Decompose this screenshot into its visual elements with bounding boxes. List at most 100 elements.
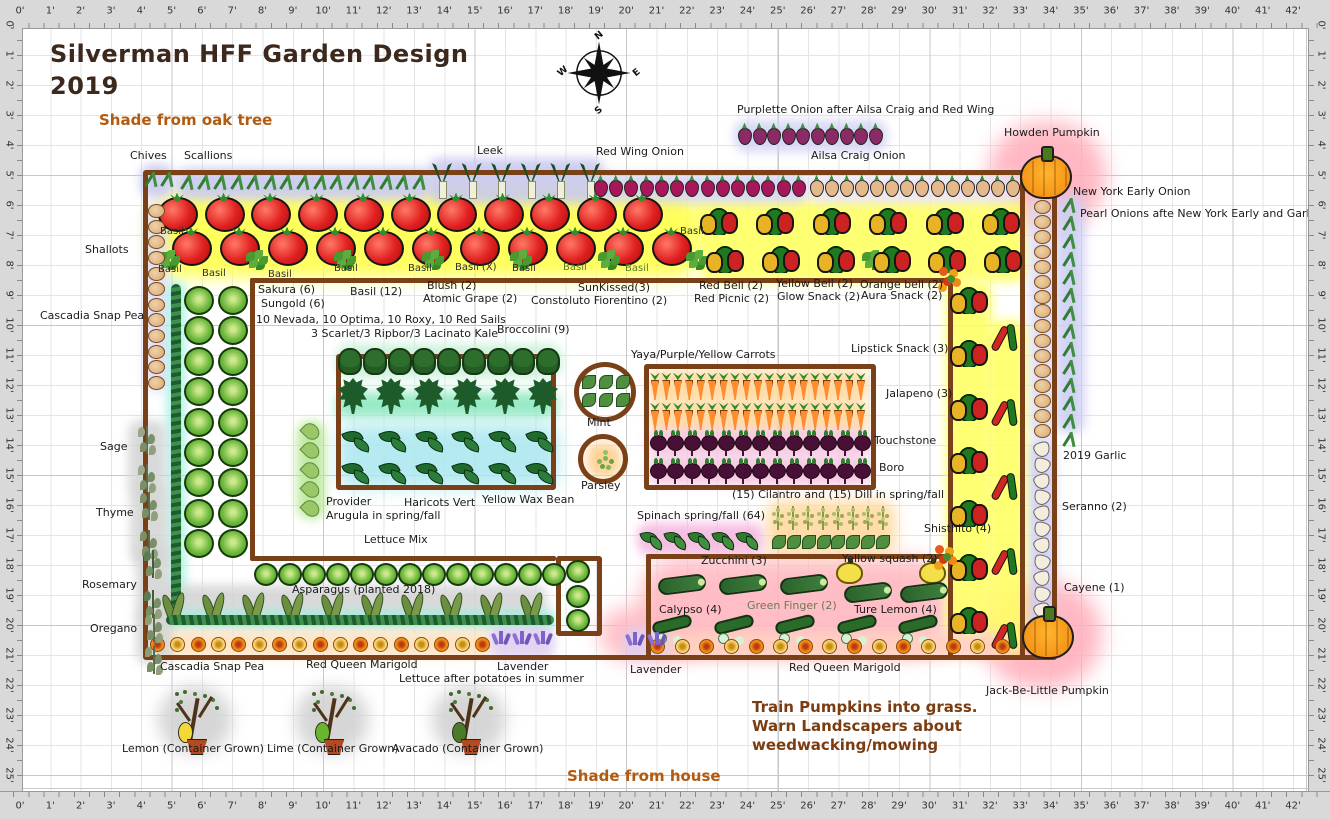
marigold-row-right-icon[interactable]	[822, 638, 838, 654]
arugula-column-icon[interactable]	[299, 419, 323, 444]
beet-row-1-icon[interactable]	[667, 430, 684, 456]
beans-row-1-icon[interactable]	[416, 428, 446, 454]
carrot-row-1-icon[interactable]	[776, 373, 786, 400]
oregano-plants-icon[interactable]	[142, 612, 166, 644]
lettuce-row-icon[interactable]	[278, 562, 302, 586]
shallot-braid-icon[interactable]	[147, 250, 165, 265]
cabbage-column-1-icon[interactable]	[184, 286, 214, 315]
purplette-row-icon[interactable]	[854, 127, 869, 145]
cabbage-pair-icon[interactable]	[566, 609, 590, 632]
red-wing-row-icon[interactable]	[730, 179, 745, 197]
marigold-row-right-icon[interactable]	[748, 638, 764, 654]
carrot-row-1-icon[interactable]	[696, 373, 706, 400]
beet-row-1-icon[interactable]	[752, 430, 769, 456]
spinach-row-icon[interactable]	[736, 528, 760, 550]
mint-leaves-1-icon[interactable]	[599, 375, 613, 389]
parsley-plant-icon[interactable]	[593, 449, 615, 471]
zucchini-bed-left[interactable]	[646, 554, 651, 660]
pepper-row-1-icon[interactable]	[869, 207, 908, 235]
pepper-row-2-icon[interactable]	[706, 245, 744, 273]
marigold-row-left-icon[interactable]	[454, 636, 470, 652]
basil-row-icon[interactable]	[244, 250, 270, 270]
red-wing-row-icon[interactable]	[594, 179, 608, 197]
scallions-row-icon[interactable]	[346, 175, 362, 193]
beet-row-2-icon[interactable]	[735, 458, 752, 484]
beans-row-2-icon[interactable]	[416, 460, 446, 486]
beet-row-2-icon[interactable]	[820, 458, 837, 484]
pepper-row-1-icon[interactable]	[700, 207, 738, 235]
beet-row-1-icon[interactable]	[769, 430, 786, 456]
scallions-row-icon[interactable]	[263, 175, 279, 193]
kale-row-icon[interactable]	[376, 378, 406, 414]
lavender-patch-2-icon[interactable]	[626, 632, 644, 654]
squash-zuc-row-icon[interactable]	[899, 580, 949, 604]
kale-row-icon[interactable]	[414, 378, 444, 414]
cilantro-dill-row-2-icon[interactable]	[786, 535, 801, 549]
zucchini-row-icon[interactable]	[657, 572, 707, 596]
red-wing-row-icon[interactable]	[761, 179, 776, 197]
corner-flowers-top-icon[interactable]	[935, 261, 967, 293]
carrot-row-2-icon[interactable]	[742, 403, 752, 430]
beet-row-2-icon[interactable]	[718, 458, 735, 484]
lettuce-row-icon[interactable]	[470, 562, 494, 586]
beet-row-1-icon[interactable]	[786, 430, 803, 456]
tomato-row-1-icon[interactable]	[297, 196, 338, 232]
tomato-row-1-icon[interactable]	[390, 196, 431, 232]
beet-row-1-icon[interactable]	[854, 430, 871, 456]
marigold-row-right-icon[interactable]	[797, 638, 813, 654]
pearl-onion-column-icon[interactable]	[1062, 216, 1078, 234]
purplette-row-icon[interactable]	[839, 127, 854, 145]
mint-leaves-1-icon[interactable]	[582, 375, 596, 389]
lime-tree-icon[interactable]	[302, 692, 358, 755]
ailsa-row-icon[interactable]	[960, 179, 975, 197]
marigold-row-right-icon[interactable]	[896, 638, 912, 654]
garlic-column-icon[interactable]	[1032, 552, 1052, 572]
cabbage-column-1-icon[interactable]	[184, 316, 214, 346]
pearl-onion-column-icon[interactable]	[1062, 342, 1078, 360]
pepper-row-1-icon[interactable]	[981, 207, 1020, 235]
lettuce-row-icon[interactable]	[350, 562, 374, 586]
marigold-row-right-icon[interactable]	[970, 638, 986, 654]
broccolini-row-icon[interactable]	[461, 347, 486, 375]
red-wing-row-icon[interactable]	[776, 179, 791, 197]
broccolini-row-icon[interactable]	[437, 347, 461, 375]
ailsa-row-icon[interactable]	[915, 179, 930, 197]
garlic-column-icon[interactable]	[1032, 472, 1052, 492]
purplette-row-icon[interactable]	[868, 127, 883, 145]
shallot-braid-icon[interactable]	[147, 235, 165, 250]
beet-row-1-icon[interactable]	[735, 430, 752, 456]
scallions-row-icon[interactable]	[313, 175, 329, 193]
kale-row-icon[interactable]	[452, 378, 482, 414]
carrot-row-1-icon[interactable]	[707, 373, 717, 400]
cilantro-dill-row-1-icon[interactable]	[817, 505, 830, 532]
zucchini-row-icon[interactable]	[718, 572, 768, 596]
snap-pea-bottom-icon[interactable]	[166, 615, 554, 625]
scallions-row-icon[interactable]	[395, 175, 411, 193]
marigold-row-left-icon[interactable]	[251, 636, 267, 652]
ny-onion-braid-icon[interactable]	[1033, 229, 1051, 244]
carrot-row-2-icon[interactable]	[707, 403, 717, 430]
cabbage-column-divider[interactable]	[250, 278, 255, 560]
beet-row-1-icon[interactable]	[701, 430, 718, 456]
basil-row-icon[interactable]	[860, 250, 886, 270]
tomato-row-divider[interactable]	[250, 278, 953, 283]
tomato-row-2-icon[interactable]	[172, 230, 212, 266]
beans-row-2-icon[interactable]	[342, 460, 372, 486]
carrot-row-2-icon[interactable]	[776, 403, 786, 430]
carrot-row-2-icon[interactable]	[661, 403, 671, 430]
pepper-row-1-icon[interactable]	[925, 207, 964, 235]
sage-plants-icon[interactable]	[135, 424, 159, 456]
marigold-row-left-icon[interactable]	[475, 636, 490, 652]
cabbage-column-2-icon[interactable]	[218, 529, 248, 558]
basil-row-icon[interactable]	[420, 250, 446, 270]
carrot-row-2-icon[interactable]	[673, 403, 683, 430]
marigold-row-left-icon[interactable]	[170, 636, 186, 652]
carrot-row-1-icon[interactable]	[730, 373, 740, 400]
beet-row-2-icon[interactable]	[786, 458, 803, 484]
beet-row-2-icon[interactable]	[854, 458, 871, 484]
garlic-column-icon[interactable]	[1032, 584, 1052, 604]
leeks-row-icon[interactable]	[432, 163, 452, 199]
pearl-onion-column-icon[interactable]	[1062, 234, 1078, 252]
kale-row-icon[interactable]	[528, 378, 558, 414]
beet-row-2-icon[interactable]	[701, 458, 718, 484]
